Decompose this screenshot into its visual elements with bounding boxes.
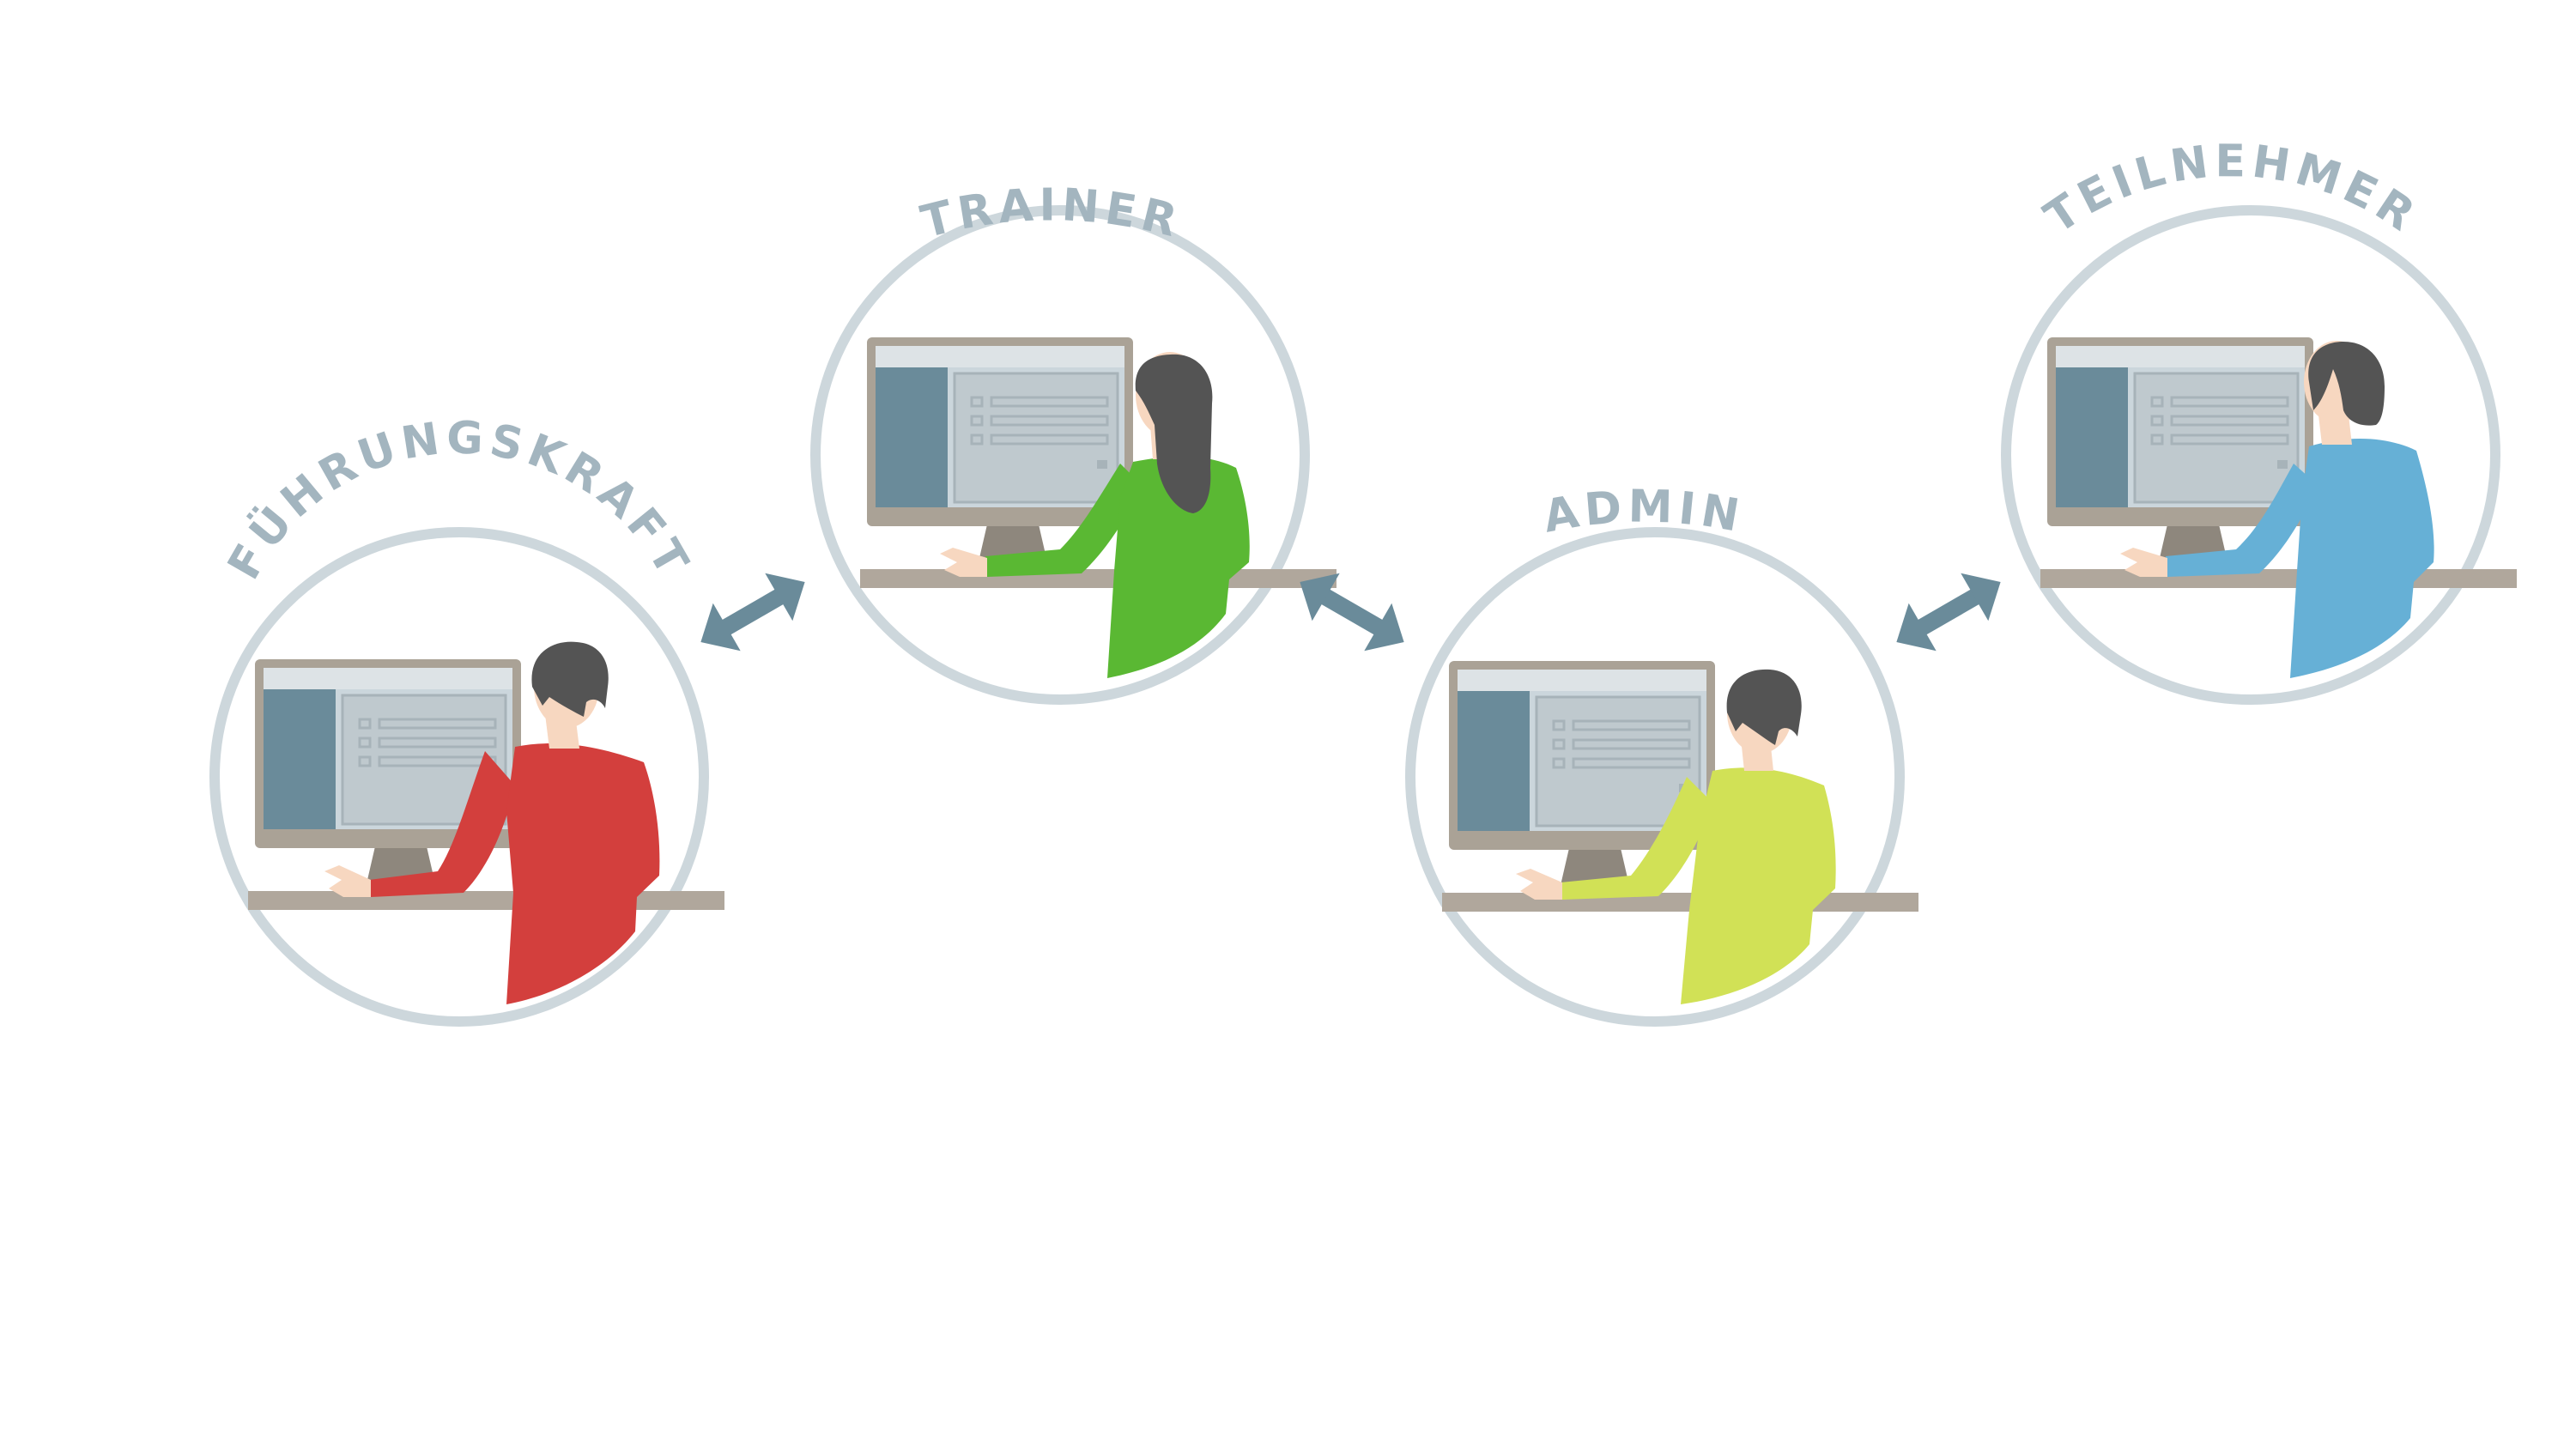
person-man-icon bbox=[324, 641, 660, 1004]
role-node-admin: ADMIN bbox=[1405, 481, 1920, 1027]
shirt bbox=[369, 751, 515, 897]
shirt bbox=[985, 464, 1142, 577]
shirt bbox=[1681, 767, 1836, 1004]
role-node-fuehrungskraft: FÜHRUNGSKRAFT bbox=[209, 412, 726, 1027]
role-node-teilnehmer: TEILNEHMER bbox=[2001, 136, 2518, 705]
person-woman-icon bbox=[940, 352, 1250, 678]
role-node-trainer: TRAINER bbox=[810, 179, 1338, 705]
shirt bbox=[1107, 456, 1250, 678]
shirt bbox=[2290, 438, 2434, 678]
bidirectional-arrow-icon bbox=[1882, 558, 2015, 666]
shirt bbox=[506, 743, 660, 1004]
bidirectional-arrow-icon bbox=[687, 558, 819, 666]
role-label-admin: ADMIN bbox=[1540, 481, 1743, 543]
person-man-icon bbox=[1516, 669, 1836, 1004]
shirt bbox=[1561, 777, 1712, 900]
person-woman-icon bbox=[2120, 341, 2434, 678]
svg-text:ADMIN: ADMIN bbox=[1540, 481, 1749, 543]
shirt bbox=[2166, 464, 2318, 577]
